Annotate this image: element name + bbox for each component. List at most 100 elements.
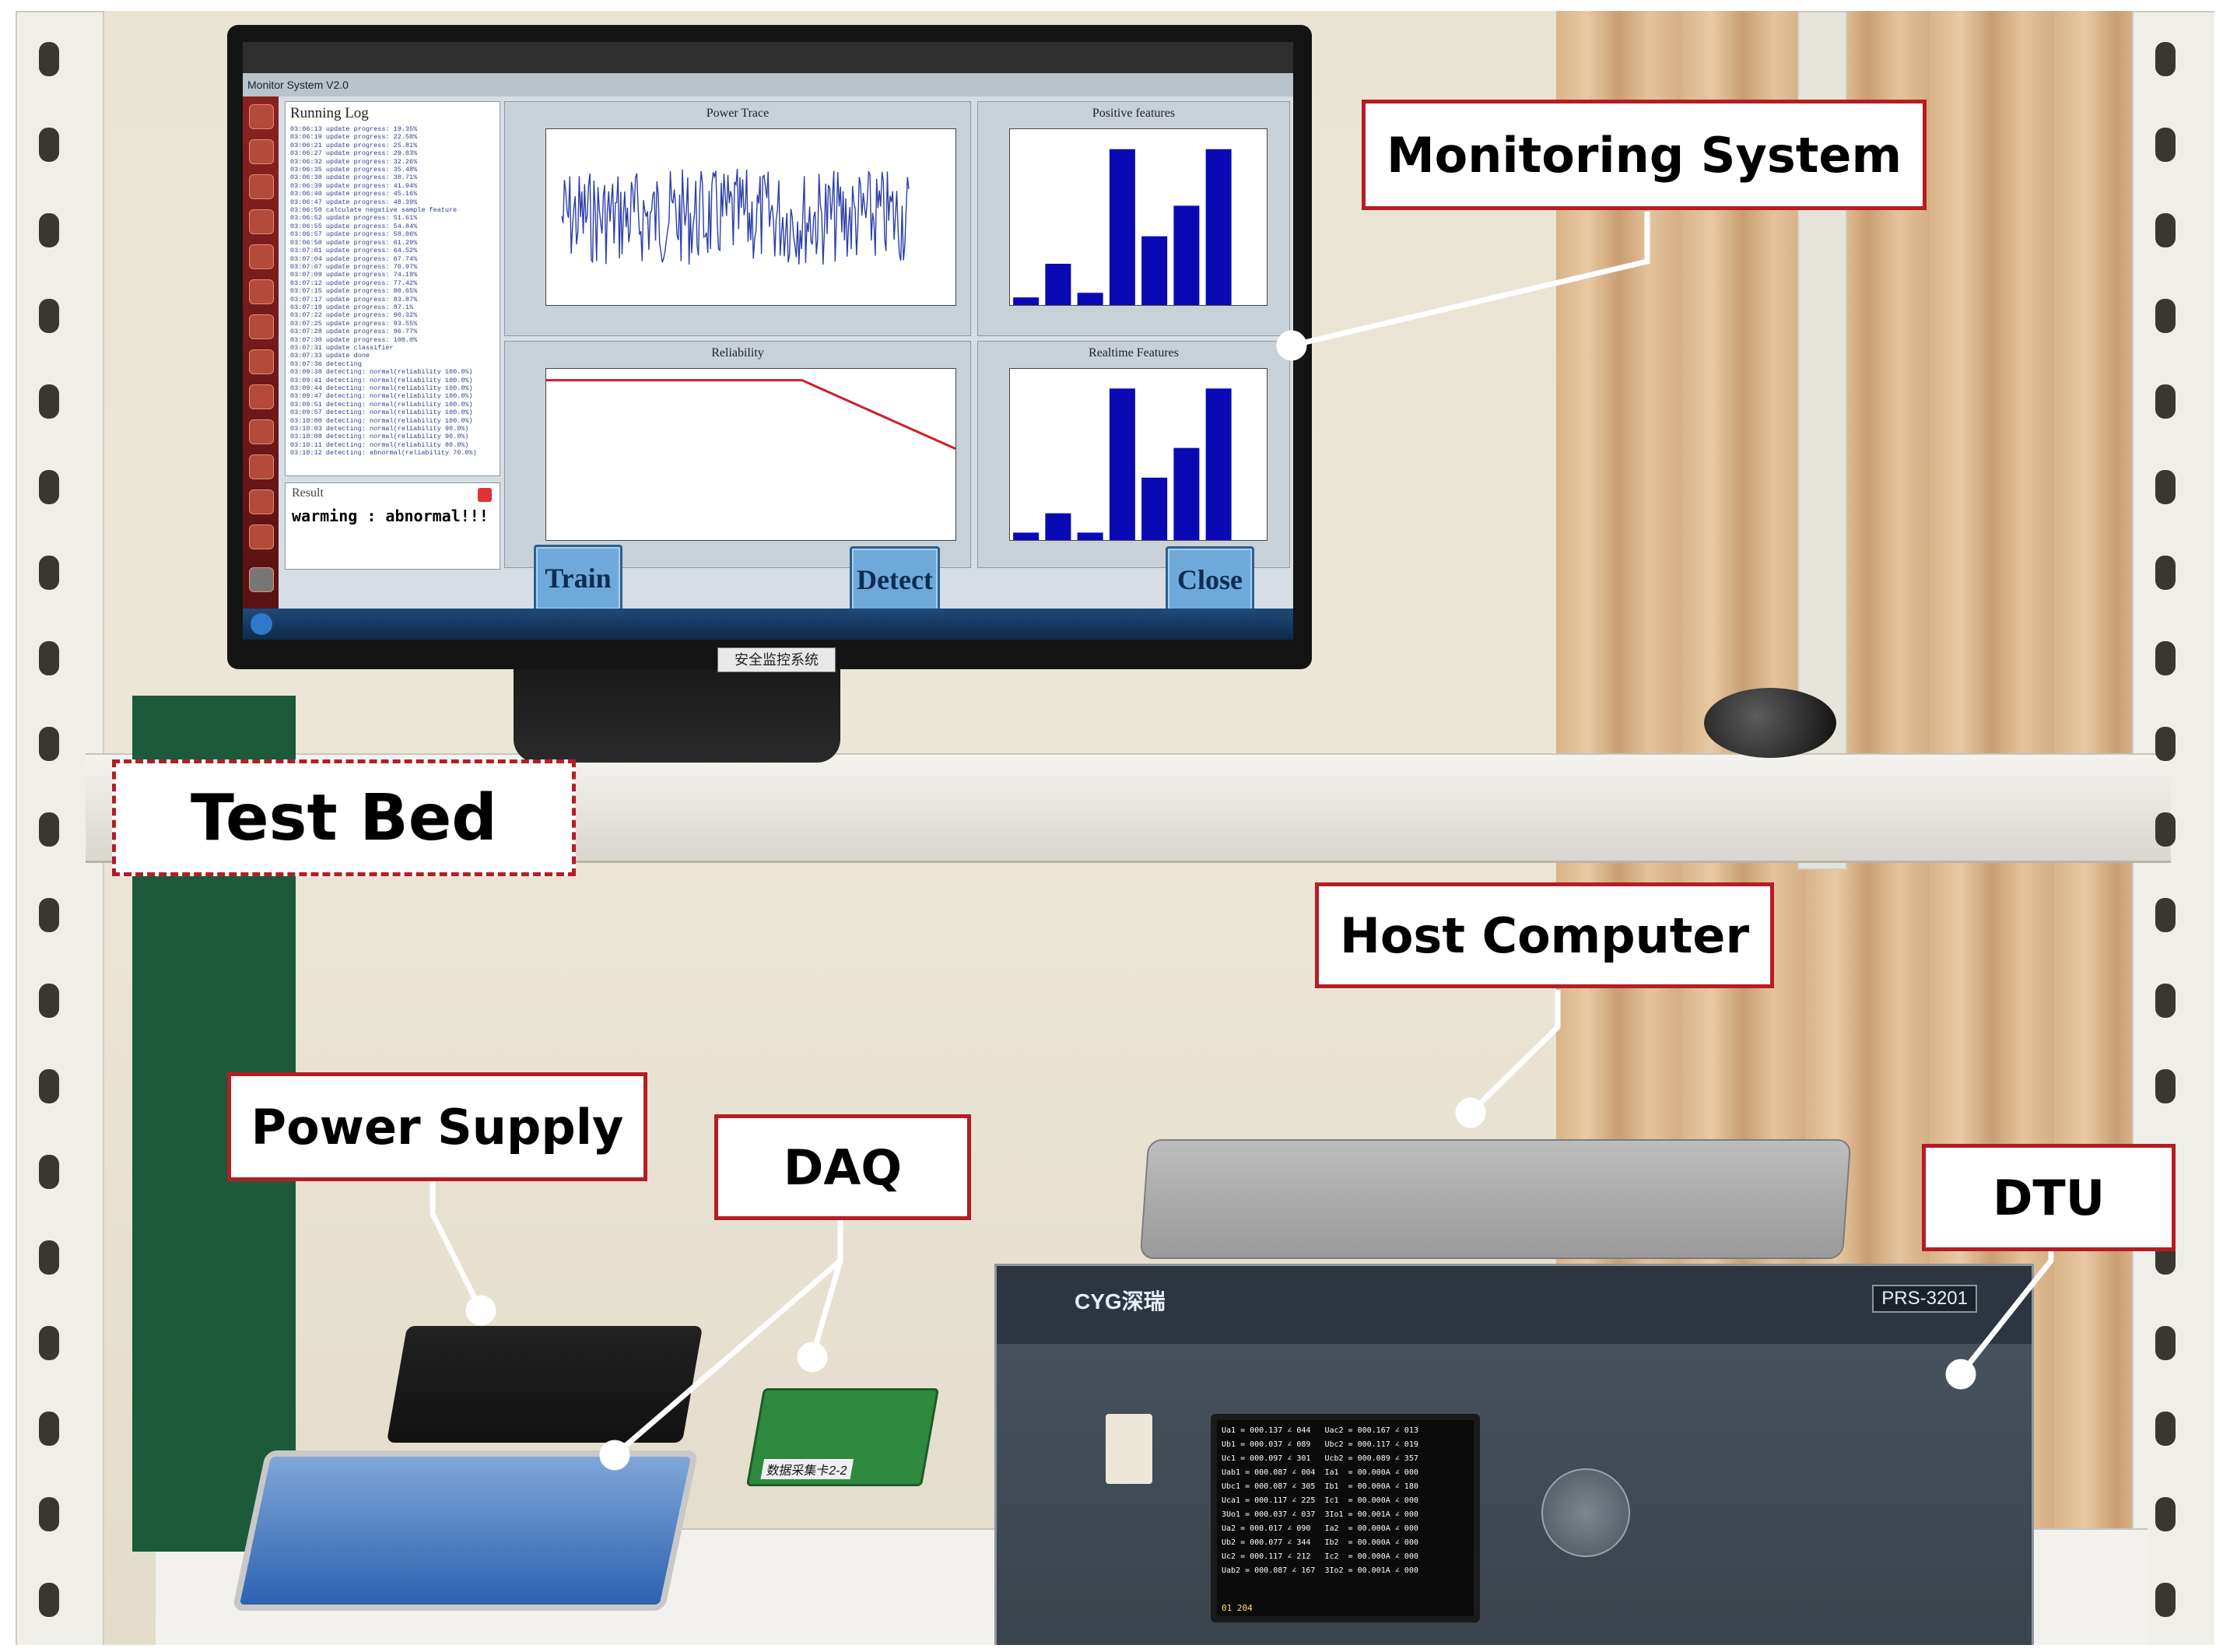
realtime-features-bar [1109,388,1135,540]
positive-features-bar [1141,236,1168,305]
log-line: 03:09:41 detecting: normal(reliability 1… [290,376,473,384]
power-trace-panel: Power Trace [504,101,971,336]
shelf-hole [39,213,59,247]
result-text: warming : abnormal!!! [292,507,489,525]
realtime-features-bar [1173,447,1200,540]
dtu-port-cover [1106,1414,1152,1484]
log-line: 03:06:13 update progress: 19.35% [290,125,418,133]
log-line: 03:06:52 update progress: 51.61% [290,214,418,223]
shelf-hole [2155,1583,2176,1617]
realtime-features-bar [1045,513,1071,540]
shelf-hole [2155,556,2176,590]
app-launcher [243,96,279,609]
log-line: 03:09:57 detecting: normal(reliability 1… [290,409,473,417]
dtu-control-pad[interactable] [1541,1468,1630,1557]
log-line: 03:07:09 update progress: 74.19% [290,271,418,279]
running-log-title: Running Log [290,105,369,121]
realtime-features-bar [1141,477,1168,540]
shelf-hole [2155,1412,2176,1446]
detect-button[interactable]: Detect [850,546,940,613]
shelf-hole [39,1583,59,1617]
launcher-icon[interactable] [249,244,274,269]
launcher-icon[interactable] [249,454,274,479]
realtime-features-plot [1009,368,1268,541]
launcher-icon[interactable] [249,349,274,374]
dtu-screen-row: Uc1 = 000.097 ∠ 301 Ucb2 = 000.089 ∠ 357 [1222,1454,1418,1463]
dtu-screen: Ua1 = 000.137 ∠ 044 Uac2 = 000.167 ∠ 013… [1211,1414,1480,1622]
callout-monitoring-system: Monitoring System [1362,100,1927,210]
os-top-bar [243,42,1293,73]
train-button[interactable]: Train [534,545,622,612]
log-line: 03:06:21 update progress: 25.81% [290,141,418,149]
log-line: 03:10:00 detecting: normal(reliability 1… [290,416,473,425]
log-line: 03:06:58 update progress: 61.29% [290,238,418,247]
log-line: 03:07:22 update progress: 90.32% [290,311,418,320]
positive-features-bar [1077,293,1103,305]
dtu-screen-row: Uab1 = 000.087 ∠ 004 Ia1 = 00.000A ∠ 000 [1222,1468,1418,1477]
result-panel: Result warming : abnormal!!! [285,482,500,570]
power-trace-plot [545,128,956,306]
running-log-panel: Running Log 03:06:13 update progress: 19… [285,101,500,476]
log-line: 03:10:08 detecting: normal(reliability 9… [290,433,469,441]
window-title: Monitor System V2.0 [247,79,349,91]
shelf-hole [2155,1326,2176,1360]
shelf-hole [2155,299,2176,333]
dtu-screen-row: Ua2 = 000.017 ∠ 090 Ia2 = 00.000A ∠ 000 [1222,1524,1418,1533]
dtu-screen-row: Uca1 = 000.117 ∠ 225 Ic1 = 00.000A ∠ 000 [1222,1496,1418,1505]
running-log-lines: 03:06:13 update progress: 19.35%03:06:19… [290,125,477,458]
shelf-hole [39,1069,59,1103]
shelf-hole [2155,470,2176,504]
realtime-features-bar [1205,388,1232,540]
shelf-hole [39,641,59,675]
launcher-icon[interactable] [249,279,274,304]
dtu-screen-row: Uab2 = 000.087 ∠ 167 3Io2 = 00.001A ∠ 00… [1222,1566,1418,1575]
shelf-hole [2155,384,2176,419]
shelf-hole [39,984,59,1018]
power-trace-title: Power Trace [706,107,770,120]
launcher-icon[interactable] [249,489,274,514]
reliability-title: Reliability [711,346,764,360]
launcher-icon[interactable] [249,174,274,199]
launcher-icon[interactable] [249,314,274,339]
log-line: 03:07:33 update done [290,352,370,360]
trash-icon[interactable] [249,567,274,592]
launcher-icon[interactable] [249,419,274,444]
launcher-icon[interactable] [249,384,274,409]
log-line: 03:07:31 update classifier [290,343,394,352]
launcher-icon[interactable] [249,524,274,549]
dtu-screen-footer: 01 204 [1222,1603,1253,1613]
taskbar [243,609,1293,640]
launcher-icon[interactable] [249,104,274,129]
shelf-hole [39,1155,59,1189]
positive-features-bar [1045,263,1071,305]
close-button[interactable]: Close [1166,546,1254,613]
shelf-hole [2155,1069,2176,1103]
positive-features-bar [1173,205,1200,305]
shelf-hole [2155,128,2176,162]
monitor-stand [514,669,840,763]
callout-dtu: DTU [1922,1144,2176,1251]
shelf-hole [39,1240,59,1275]
log-line: 03:10:12 detecting: abnormal(reliability… [290,449,477,458]
positive-features-bar [1205,149,1232,305]
shelf-hole [2155,641,2176,675]
power-trace-line [561,168,910,265]
log-line: 03:07:36 detecting [290,360,362,368]
dtu-device: CYG深瑞 PRS-3201 Ua1 = 000.137 ∠ 044 Uac2 … [994,1264,2034,1645]
launcher-icon[interactable] [249,209,274,234]
shelf-hole [2155,727,2176,761]
shelf-hole [2155,42,2176,76]
log-line: 03:06:27 update progress: 29.03% [290,149,418,158]
log-line: 03:07:30 update progress: 100.0% [290,335,418,344]
power-trace-series-line [561,168,910,265]
shelf-hole [2155,984,2176,1018]
log-line: 03:07:07 update progress: 70.97% [290,262,418,271]
shelf-hole [39,1412,59,1446]
start-button[interactable] [251,613,272,635]
log-line: 03:10:03 detecting: normal(reliability 9… [290,425,469,433]
reliability-line [546,379,956,451]
launcher-icon[interactable] [249,139,274,164]
log-line: 03:06:40 update progress: 45.16% [290,190,418,198]
dtu-screen-row: Ub1 = 000.037 ∠ 089 Ubc2 = 000.117 ∠ 019 [1222,1440,1418,1449]
log-line: 03:06:19 update progress: 22.58% [290,133,418,142]
